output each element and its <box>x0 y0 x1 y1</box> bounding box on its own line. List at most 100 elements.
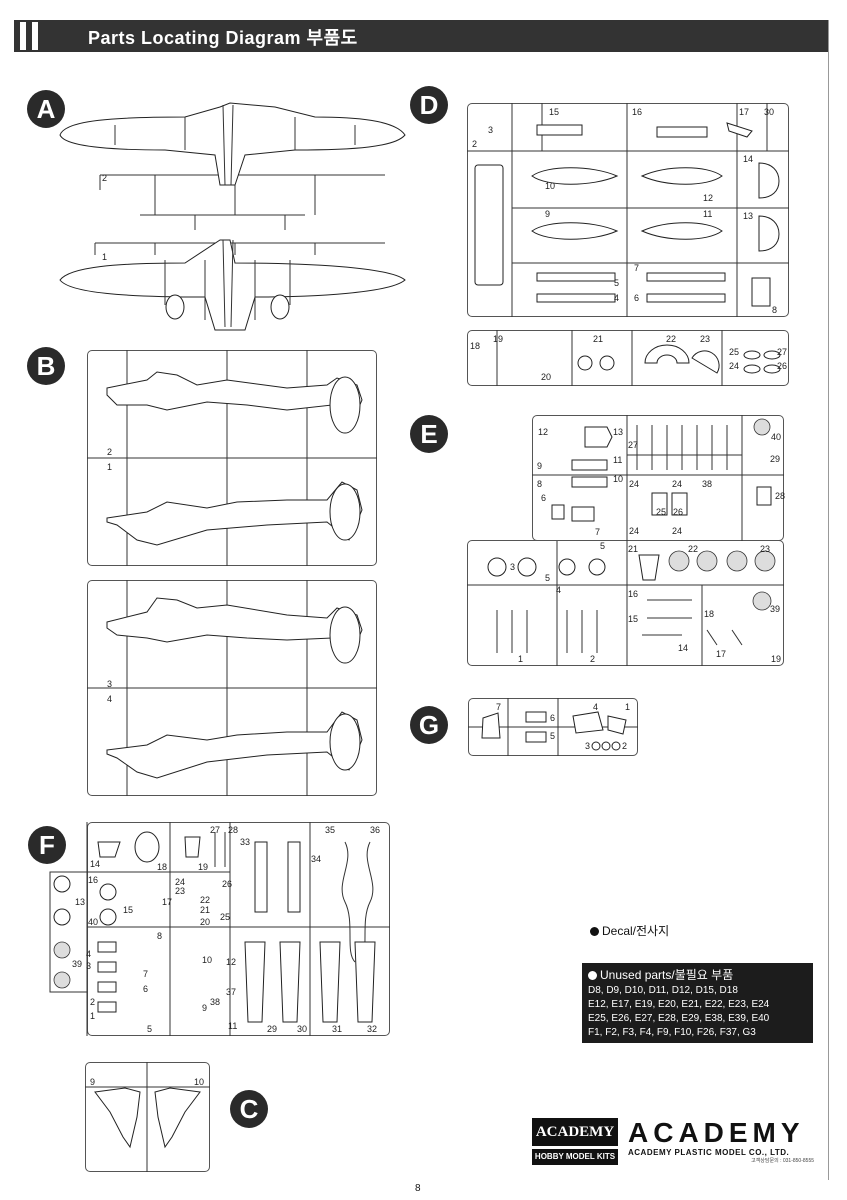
part-number: 6 <box>143 984 149 994</box>
part-number: 26 <box>222 879 233 889</box>
part-number: 40 <box>88 917 99 927</box>
part-number: 1 <box>102 252 108 262</box>
part-number: 7 <box>634 263 640 273</box>
part-number: 12 <box>703 193 714 203</box>
part-number: 10 <box>545 181 556 191</box>
sprue-d-frame-main <box>467 103 789 317</box>
bullet-icon <box>590 927 599 936</box>
part-number: 4 <box>107 694 113 704</box>
brand-wordmark: ACADEMY <box>628 1117 805 1148</box>
unused-parts-line: E25, E26, E27, E28, E29, E38, E39, E40 <box>588 1013 770 1024</box>
part-number: 2 <box>472 139 478 149</box>
part-number: 3 <box>585 741 591 751</box>
part-number: 4 <box>86 949 92 959</box>
part-number: 33 <box>240 837 251 847</box>
section-badge-g: G <box>410 706 448 744</box>
part-number: 12 <box>538 427 549 437</box>
part-number: 17 <box>162 897 173 907</box>
part-number: 23 <box>760 544 771 554</box>
part-number: 5 <box>600 541 606 551</box>
part-number: 1 <box>518 654 524 664</box>
section-badge-a: A <box>27 90 65 128</box>
part-number: 19 <box>198 862 209 872</box>
part-number: 15 <box>628 614 639 624</box>
part-number: 29 <box>770 454 781 464</box>
section-badge-b: B <box>27 347 65 385</box>
part-number: 18 <box>157 862 168 872</box>
part-number: 40 <box>771 432 782 442</box>
part-number: 35 <box>325 825 336 835</box>
part-number: 39 <box>770 604 781 614</box>
part-number: 10 <box>202 955 213 965</box>
part-number: 25 <box>220 912 231 922</box>
part-number: 21 <box>200 905 211 915</box>
sprue-e-frame-bottom <box>467 540 784 666</box>
part-number: 2 <box>102 173 108 183</box>
part-number: 2 <box>590 654 596 664</box>
part-number: 1 <box>90 1011 96 1021</box>
part-number: 37 <box>226 987 237 997</box>
part-number: 27 <box>210 825 221 835</box>
right-margin-line <box>828 20 829 1180</box>
part-number: 34 <box>311 854 322 864</box>
part-number: 30 <box>764 107 775 117</box>
part-number: 17 <box>739 107 750 117</box>
part-number: 38 <box>702 479 713 489</box>
decal-label: Decal/전사지 <box>602 924 670 938</box>
part-number: 24 <box>175 877 186 887</box>
part-number: 8 <box>537 479 543 489</box>
sprue-g-drawing <box>468 698 638 756</box>
part-number: 26 <box>777 361 788 371</box>
unused-parts-line: E12, E17, E19, E20, E21, E22, E23, E24 <box>588 999 770 1010</box>
part-number: 9 <box>202 1003 208 1013</box>
part-number: 9 <box>90 1077 96 1087</box>
section-badge-e: E <box>410 415 448 453</box>
part-number: 10 <box>613 474 624 484</box>
part-number: 21 <box>593 334 604 344</box>
sprue-b-drawing <box>87 350 377 796</box>
unused-parts-box: Unused parts/불필요 부품 D8, D9, D10, D11, D1… <box>582 963 813 1043</box>
section-badge-f: F <box>28 826 66 864</box>
part-number: 18 <box>470 341 481 351</box>
part-number: 21 <box>628 544 639 554</box>
part-number: 7 <box>595 527 601 537</box>
customer-service-line: 고객상담문의 : 031-850-8555 <box>751 1158 814 1164</box>
part-number: 8 <box>772 305 778 315</box>
part-number: 3 <box>107 679 113 689</box>
part-number: 5 <box>550 731 556 741</box>
part-number: 16 <box>632 107 643 117</box>
part-number: 14 <box>90 859 101 869</box>
part-number: 32 <box>367 1024 378 1034</box>
header-bar-mark <box>20 22 26 50</box>
part-number: 24 <box>672 479 683 489</box>
part-number: 1 <box>625 702 631 712</box>
part-number: 27 <box>628 440 639 450</box>
part-number: 12 <box>226 957 237 967</box>
part-number: 1 <box>107 462 113 472</box>
part-number: 8 <box>157 931 163 941</box>
part-number: 19 <box>493 334 504 344</box>
page-title: Parts Locating Diagram 부품도 <box>88 28 358 48</box>
part-number: 3 <box>510 562 516 572</box>
bullet-icon <box>588 971 597 980</box>
part-number: 38 <box>210 997 221 1007</box>
sprue-e-drawing <box>467 415 784 666</box>
part-number: 24 <box>729 361 740 371</box>
section-badge-c: C <box>230 1090 268 1128</box>
part-number: 2 <box>90 997 96 1007</box>
part-number: 24 <box>672 526 683 536</box>
part-number: 36 <box>370 825 381 835</box>
part-number: 4 <box>593 702 599 712</box>
part-number: 7 <box>496 702 502 712</box>
page-number: 8 <box>415 1183 421 1194</box>
part-number: 25 <box>656 507 667 517</box>
part-number: 22 <box>688 544 699 554</box>
sprue-d-drawing <box>467 103 789 386</box>
part-number: 13 <box>743 211 754 221</box>
part-number: 17 <box>716 649 727 659</box>
part-number: 2 <box>622 741 628 751</box>
part-number: 11 <box>228 1021 238 1031</box>
part-number: 25 <box>729 347 740 357</box>
sprue-d-frame-small <box>467 330 789 386</box>
part-number: 5 <box>614 278 620 288</box>
